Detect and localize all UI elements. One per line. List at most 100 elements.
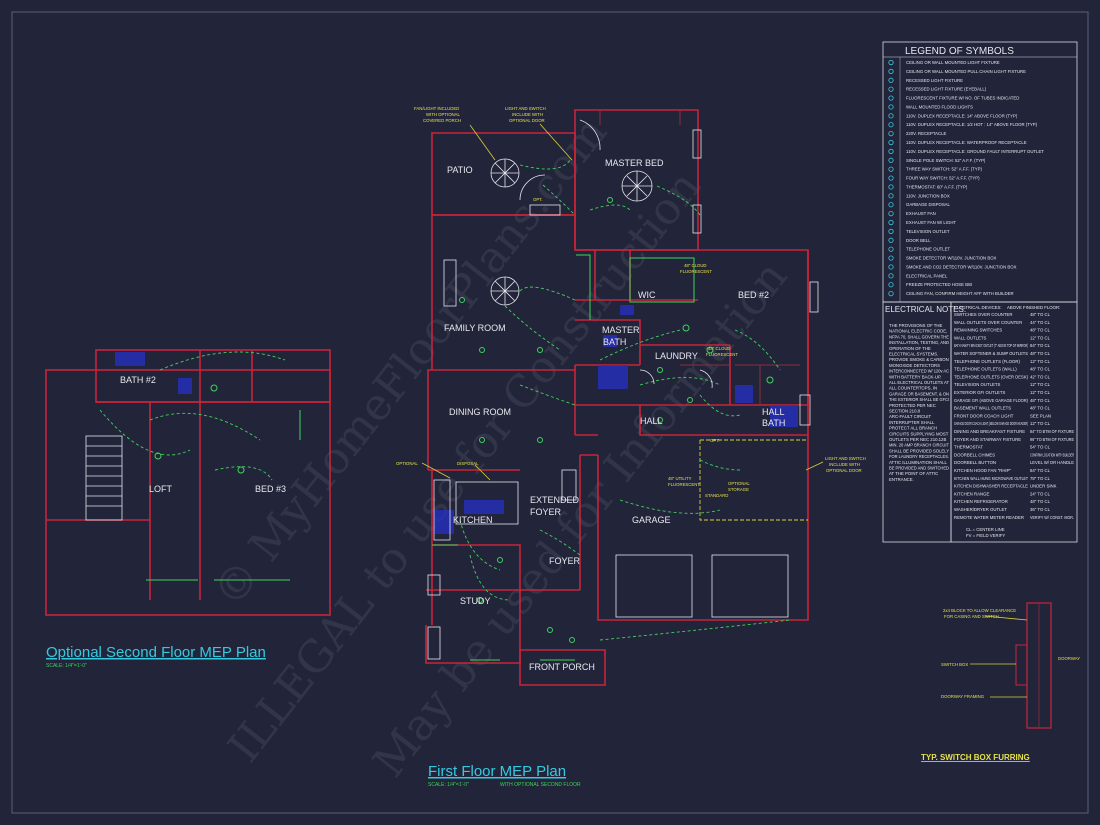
device-name: BATH VANITY BRACKET OUTLET (7" ABOVE TOP… — [954, 343, 1028, 348]
device-name: TELEPHONE OUTLETS (OVER DESK) — [954, 374, 1029, 379]
legend-item: CEILING OR WALL MOUNTED PULL CHAIN LIGHT… — [906, 69, 1026, 74]
devices-footnote-1: CL = CENTER LINE — [966, 527, 1005, 532]
leader-optional — [421, 462, 491, 481]
switch-box-title: TYP. SWITCH BOX FURRING — [921, 753, 1030, 762]
note-line: ATTIC ILLUMINATION SHALL — [889, 460, 947, 465]
note-line: OUTLETS PER NEC 210.12B — [889, 437, 946, 442]
legend-item: EXHAUST FAN W/ LIGHT — [906, 220, 956, 225]
device-height: 48" TO CL — [1030, 499, 1051, 504]
legend-symbol-icon — [888, 193, 894, 199]
legend-item: 110V. JUNCTION BOX — [906, 193, 950, 198]
note-light-switch-3: OPTIONAL DOOR — [509, 118, 545, 123]
detail-note-1: 2x4 BLOCK TO ALLOW CLEARANCE — [943, 608, 1016, 613]
device-name: TELEPHONE OUTLETS (FLOOR) — [954, 359, 1020, 364]
device-name: FRONT DOOR COACH LIGHT — [954, 413, 1014, 418]
second-floor-title: Optional Second Floor MEP Plan — [46, 644, 266, 661]
recessed-light-fixtures — [459, 197, 774, 643]
legend-item: RECESSED LIGHT FIXTURE — [906, 78, 963, 83]
detail-doorway-framing: DOORWAY FRAMING — [941, 694, 985, 699]
note-optional-storage-1: OPTIONAL — [728, 481, 750, 486]
second-floor-scale: SCALE: 1/4"=1'-0" — [46, 663, 87, 669]
device-height: 78" TO CL — [1030, 476, 1051, 481]
room-label-master-bed: MASTER BED — [605, 158, 664, 168]
legend-item: SMOKE AND CO2 DETECTOR W/110V. JUNCTION … — [906, 264, 1017, 269]
legend-item: 110V. DUPLEX RECEPTACLE: GROUND FAULT IN… — [906, 149, 1044, 154]
legend-item: SMOKE DETECTOR W/110V. JUNCTION BOX — [906, 256, 997, 261]
room-label-kitchen: KITCHEN — [453, 515, 493, 525]
legend-item: THERMOSTAT: 60" A.F.F. (TYP) — [906, 184, 968, 189]
device-height: 12" TO CL — [1030, 390, 1051, 395]
legend-item: 220V. RECEPTACLE — [906, 131, 946, 136]
device-height: 84" TO CL — [1030, 343, 1051, 348]
device-name: WALL OUTLETS — [954, 335, 987, 340]
note-fan-light-1: FAN/LIGHT INCLUDED — [414, 106, 459, 111]
legend-symbol-icon — [888, 113, 894, 119]
leader-fan-light — [469, 124, 496, 161]
room-label-bath-2: BATH #2 — [120, 375, 156, 385]
legend-symbol-icon — [888, 184, 894, 190]
note-garage-light-2: INCLUDE WITH — [829, 462, 860, 467]
device-name: KITCHEN HOOD FAN "RHIP" — [954, 468, 1011, 473]
device-name: KITCHEN DISHWASHER RECEPTACLE — [954, 484, 1028, 489]
note-fan-light-3: COVERED PORCH — [423, 118, 461, 123]
note-disposal: DISPOSAL — [457, 461, 479, 466]
note-optional-storage-2: STORAGE — [728, 487, 749, 492]
device-name: DINING AND BREAKFAST FIXTURE — [954, 429, 1025, 434]
device-name: SWITCHES OVER COUNTER — [954, 312, 1013, 317]
devices-footnote-2: FV = FIELD VERIFY — [966, 533, 1005, 538]
legend-symbol-icon — [888, 264, 894, 270]
legend-symbol-icon — [888, 157, 894, 163]
legend-symbol-icon — [888, 86, 894, 92]
note-line: ARC-FAULT CIRCUIT — [889, 414, 931, 419]
legend-of-symbols: LEGEND OF SYMBOLS CEILING OR WALL MOUNTE… — [882, 41, 1078, 303]
switch-box-furring-detail: 2x4 BLOCK TO ALLOW CLEARANCE FOR CASING … — [921, 602, 1080, 762]
device-name: KITCHEN REFRIGERATOR — [954, 499, 1008, 504]
room-label-master-bath-line1: MASTER — [602, 325, 640, 335]
room-label-extended-foyer-line1: EXTENDED — [530, 495, 580, 505]
device-height: 44" TO CL — [1030, 320, 1051, 325]
legend-symbol-icon — [888, 166, 894, 172]
note-line: PROTECTED PER NEC — [889, 403, 936, 408]
device-name: FOYER AND STAIRWAY FIXTURE — [954, 437, 1021, 442]
legend-symbol-icon — [888, 202, 894, 208]
device-name: THERMOSTAT — [954, 445, 983, 450]
device-height: 36" TO CL — [1030, 507, 1051, 512]
legend-item: RECESSED LIGHT FIXTURE (EYEBALL) — [906, 87, 987, 92]
room-label-extended-foyer-line2: FOYER — [530, 507, 562, 517]
legend-item: TELEVISION OUTLET — [906, 229, 950, 234]
first-floor-note: WITH OPTIONAL SECOND FLOOR — [500, 782, 581, 788]
note-line: SECTION 210.8 — [889, 409, 921, 414]
device-height: 48" TO CL — [1030, 398, 1051, 403]
room-label-family-room: FAMILY ROOM — [444, 323, 506, 333]
note-garage-light-1: LIGHT AND SWITCH — [825, 456, 866, 461]
device-name: WASHER/DRYER OUTLET — [954, 507, 1007, 512]
legend-symbol-icon — [888, 246, 894, 252]
note-line: WITH BATTERY BACK-UP. — [889, 374, 941, 379]
device-height: LEVEL W/ DR HANDLE — [1030, 460, 1074, 465]
device-name: KITCHEN RANGE — [954, 491, 989, 496]
device-height: 48" TO CL — [1030, 351, 1051, 356]
device-height: 48" TO CL — [1030, 367, 1051, 372]
legend-symbol-icon — [888, 68, 894, 74]
room-label-foyer: FOYER — [549, 556, 581, 566]
first-floor-title: First Floor MEP Plan — [428, 763, 566, 780]
legend-symbol-icon — [888, 282, 894, 288]
device-height: 42" TO CL — [1030, 374, 1051, 379]
room-label-hall: HALL — [640, 416, 663, 426]
leader-garage-light — [805, 461, 824, 471]
note-line: MONOXIDE DETECTORS — [889, 363, 940, 368]
first-floor-scale: SCALE: 1/4"=1'-0" — [428, 782, 469, 788]
legend-title: LEGEND OF SYMBOLS — [905, 46, 1014, 57]
note-utility-fluorescent-1: 48" UTILITY — [668, 476, 692, 481]
electrical-notes: ELECTRICAL NOTES: THE PROVISIONS OF THEN… — [882, 301, 966, 543]
devices-header-right: ABOVE FINISHED FLOOR: — [1007, 305, 1060, 310]
legend-item: WALL MOUNTED FLOOD LIGHTS — [906, 104, 973, 109]
note-cloud-fluorescent-1: 48" CLOUD — [684, 263, 707, 268]
room-label-bed-3: BED #3 — [255, 484, 286, 494]
note-line: ALL COUNTERTOPS, IN — [889, 386, 937, 391]
device-height: 12" TO CL — [1030, 382, 1051, 387]
note-line: ALL ELECTRICAL OUTLETS AT — [889, 380, 949, 385]
device-rows: SWITCHES OVER COUNTER 48" TO CL WALL OUTLE… — [954, 312, 1074, 520]
device-name: KITCHEN WALL HUNG MICROWAVE OUTLET — [954, 476, 1028, 481]
note-line: CIRCUITS SUPPLYING MOST — [889, 431, 949, 436]
